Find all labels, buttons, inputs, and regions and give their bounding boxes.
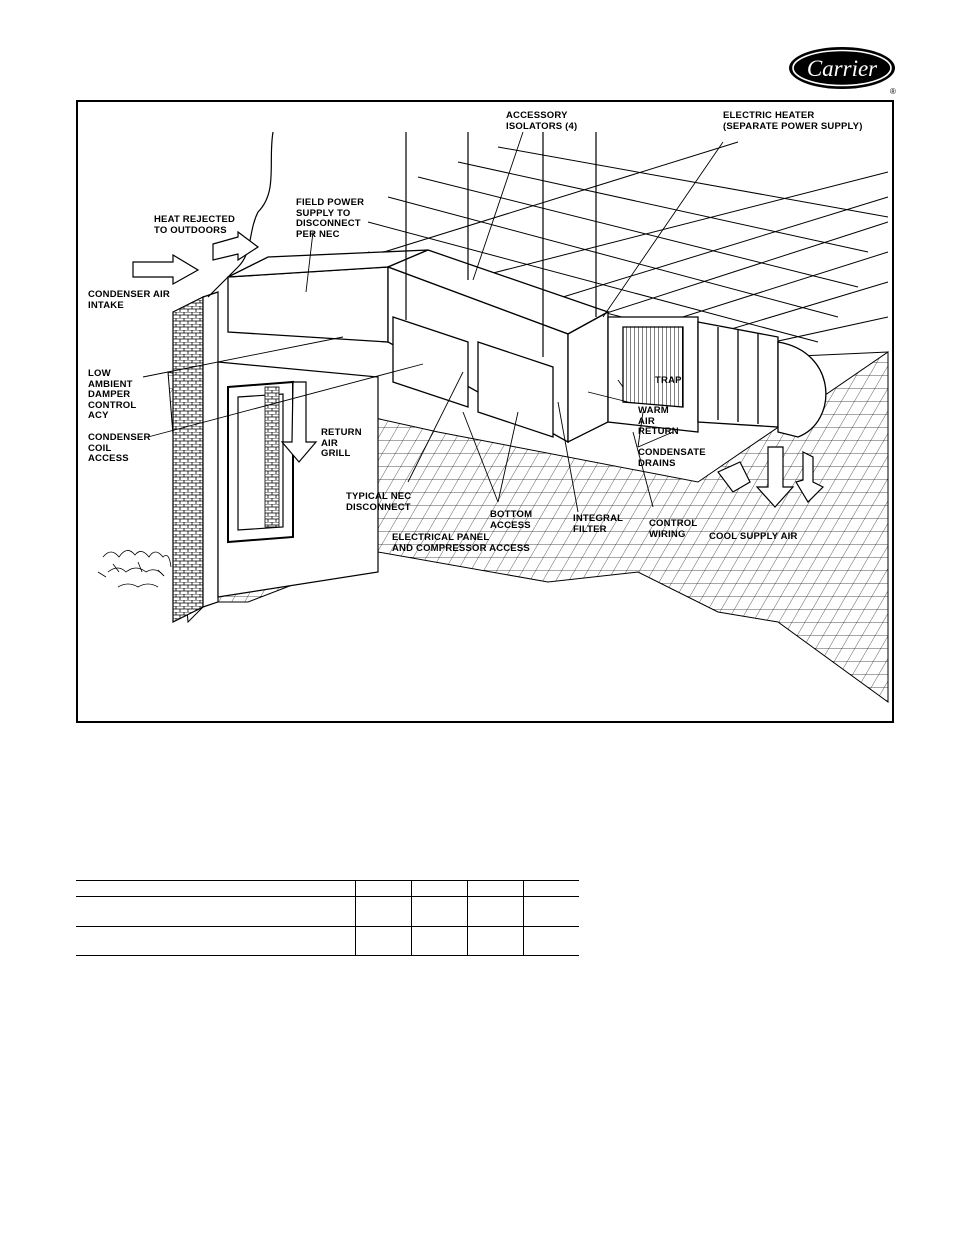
specifications-table: [76, 880, 579, 956]
label-heat-rejected: HEAT REJECTED TO OUTDOORS: [154, 214, 236, 236]
table-column-rule: [411, 880, 412, 956]
table-row-rule: [76, 926, 579, 927]
label-trap: TRAP: [655, 375, 682, 386]
window: [227, 380, 294, 544]
label-control-wiring: CONTROL WIRING: [649, 518, 698, 540]
unit-housing: [227, 249, 699, 444]
label-low-ambient: LOW AMBIENT DAMPER CONTROL ACY: [88, 368, 137, 421]
logo-wordmark: Carrier: [807, 56, 878, 81]
hanger-rods: [405, 132, 597, 357]
label-return-air-grill: RETURN AIR GRILL: [321, 427, 362, 459]
supply-duct: [697, 321, 827, 438]
label-integral-filter: INTEGRAL FILTER: [573, 513, 624, 535]
label-condenser-coil: CONDENSER COIL ACCESS: [88, 432, 151, 464]
label-warm-air-return: WARM AIR RETURN: [638, 405, 679, 437]
table-column-rule: [467, 880, 468, 956]
label-condenser-air-intake: CONDENSER AIR INTAKE: [88, 289, 170, 311]
label-typical-nec: TYPICAL NEC DISCONNECT: [346, 491, 412, 513]
label-electric-heater: ELECTRIC HEATER (SEPARATE POWER SUPPLY): [723, 110, 863, 132]
label-condensate-drains: CONDENSATE DRAINS: [638, 447, 706, 469]
leader-lines: [142, 131, 724, 513]
label-field-power: FIELD POWER SUPPLY TO DISCONNECT PER NEC: [296, 197, 365, 240]
installation-diagram: HEAT REJECTED TO OUTDOORS CONDENSER AIR …: [76, 100, 894, 723]
diagram-illustration: [97, 131, 889, 703]
label-accessory-isolators: ACCESSORY ISOLATORS (4): [506, 110, 578, 132]
table-column-rule: [523, 880, 524, 956]
label-electrical-panel: ELECTRICAL PANEL AND COMPRESSOR ACCESS: [392, 532, 530, 554]
registered-mark: ®: [890, 87, 896, 96]
table-top-rule: [76, 880, 579, 881]
label-cool-supply-air: COOL SUPPLY AIR: [709, 531, 798, 542]
carrier-logo: Carrier ®: [789, 47, 896, 96]
table-column-rule: [355, 880, 356, 956]
airflow-arrows: [132, 230, 825, 508]
shrub: [97, 550, 172, 588]
exterior-wall: [172, 296, 204, 623]
table-row-rule: [76, 896, 579, 897]
table-bottom-rule: [76, 955, 579, 956]
label-bottom-access: BOTTOM ACCESS: [490, 509, 533, 531]
